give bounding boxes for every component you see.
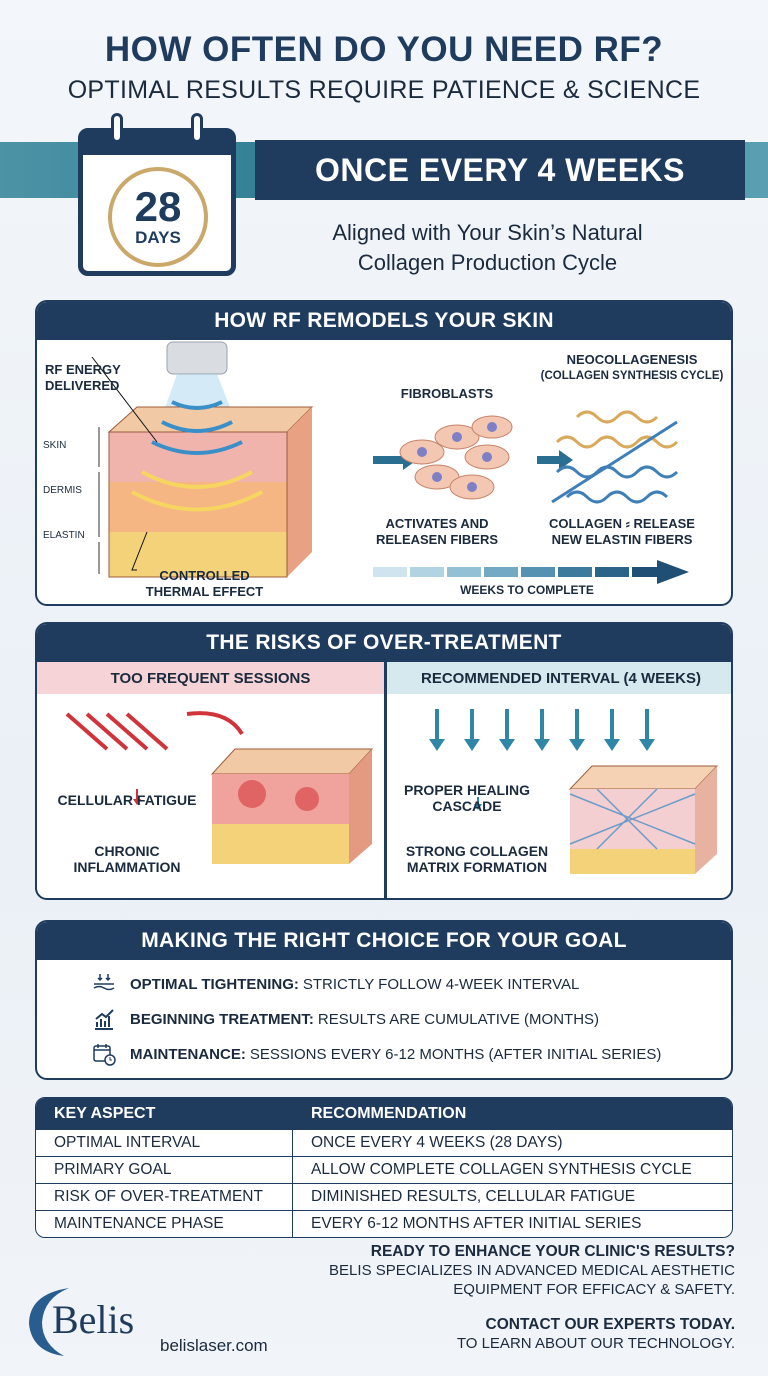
contact-title: CONTACT OUR EXPERTS TODAY. <box>485 1316 735 1333</box>
cta-line-2: EQUIPMENT FOR EFFICACY & SAFETY. <box>453 1281 735 1298</box>
belis-logo-swoosh <box>29 1288 69 1356</box>
calendar-icon: 28 DAYS <box>78 113 236 276</box>
choice-title: MAKING THE RIGHT CHOICE FOR YOUR GOAL <box>37 922 731 960</box>
page-title: HOW OFTEN DO YOU NEED RF? <box>104 30 664 69</box>
too-frequent-heading: TOO FREQUENT SESSIONS <box>37 662 384 694</box>
choice-panel: MAKING THE RIGHT CHOICE FOR YOUR GOAL OP… <box>35 920 733 1080</box>
description-line-1: Aligned with Your Skin’s Natural <box>332 220 643 245</box>
layer-elastin: ELASTIN <box>43 530 85 541</box>
belis-logo: Belis <box>52 1297 135 1342</box>
healing-cascade-label: PROPER HEALING CASCADE <box>403 782 530 814</box>
layer-dermis: DERMIS <box>43 485 82 496</box>
skin-illustration <box>91 341 689 584</box>
choice-item: OPTIMAL TIGHTENING:STRICTLY FOLLOW 4-WEE… <box>92 972 579 996</box>
cta-line-1: BELIS SPECIALIZES IN ADVANCED MEDICAL AE… <box>329 1262 735 1279</box>
days-number: 28 <box>134 183 182 230</box>
tightening-icon <box>93 974 115 991</box>
fibroblasts-label: FIBROBLASTS <box>400 386 494 401</box>
frequency-banner: ONCE EVERY 4 WEEKS <box>255 140 745 200</box>
choice-item: BEGINNING TREATMENT:RESULTS ARE CUMULATI… <box>92 1007 599 1031</box>
growth-chart-icon <box>95 1009 114 1030</box>
timeline-label: WEEKS TO COMPLETE <box>460 583 594 597</box>
choice-item: MAINTENANCE:SESSIONS EVERY 6-12 MONTHS (… <box>92 1042 661 1066</box>
neocollagenesis-label: NEOCOLLAGENESIS(COLLAGEN SYNTHESIS CYCLE… <box>540 352 724 382</box>
contact-block: CONTACT OUR EXPERTS TODAY. TO LEARN ABOU… <box>457 1315 735 1353</box>
chronic-inflammation-label: CHRONIC INFLAMMATION <box>73 843 181 875</box>
risks-panel: THE RISKS OF OVER-TREATMENT TOO FREQUENT… <box>35 622 733 900</box>
thermal-label: CONTROLLED THERMAL EFFECT <box>145 568 264 599</box>
risks-illustration <box>65 709 719 874</box>
recommended-heading: RECOMMENDED INTERVAL (4 WEEKS) <box>387 662 731 694</box>
page-subtitle: OPTIMAL RESULTS REQUIRE PATIENCE & SCIEN… <box>67 76 701 104</box>
remodel-title: HOW RF REMODELS YOUR SKIN <box>37 302 731 340</box>
calendar-clock-icon <box>93 1044 116 1066</box>
table-header: KEY ASPECT <box>36 1098 293 1129</box>
rf-energy-label: RF ENERGY DELIVERED <box>45 362 121 393</box>
summary-table: KEY ASPECT RECOMMENDATION OPTIMAL INTERV… <box>35 1097 733 1238</box>
layer-skin: SKIN <box>43 440 67 451</box>
description-line-2: Collagen Production Cycle <box>357 250 618 275</box>
timeline-bar <box>373 560 689 584</box>
risks-title: THE RISKS OF OVER-TREATMENT <box>37 624 731 662</box>
cta-title: READY TO ENHANCE YOUR CLINIC'S RESULTS? <box>370 1243 735 1260</box>
collagen-matrix-label: STRONG COLLAGEN MATRIX FORMATION <box>405 843 549 875</box>
website-link[interactable]: belislaser.com <box>160 1336 268 1355</box>
contact-line: TO LEARN ABOUT OUR TECHNOLOGY. <box>456 1335 735 1352</box>
remodel-panel: HOW RF REMODELS YOUR SKIN <box>35 300 733 606</box>
neocollagenesis-caption: COLLAGEN ⸗ RELEASE NEW ELASTIN FIBERS <box>549 516 695 547</box>
frequency-description: Aligned with Your Skin’s Natural Collage… <box>255 218 720 278</box>
cellular-fatigue-label: CELLULAR FATIGUE <box>57 792 197 808</box>
days-label: DAYS <box>135 228 181 247</box>
cta-block: READY TO ENHANCE YOUR CLINIC'S RESULTS? … <box>329 1242 735 1299</box>
table-header: RECOMMENDATION <box>293 1098 732 1129</box>
fibroblasts-caption: ACTIVATES AND RELEASEN FIBERS <box>375 516 499 547</box>
